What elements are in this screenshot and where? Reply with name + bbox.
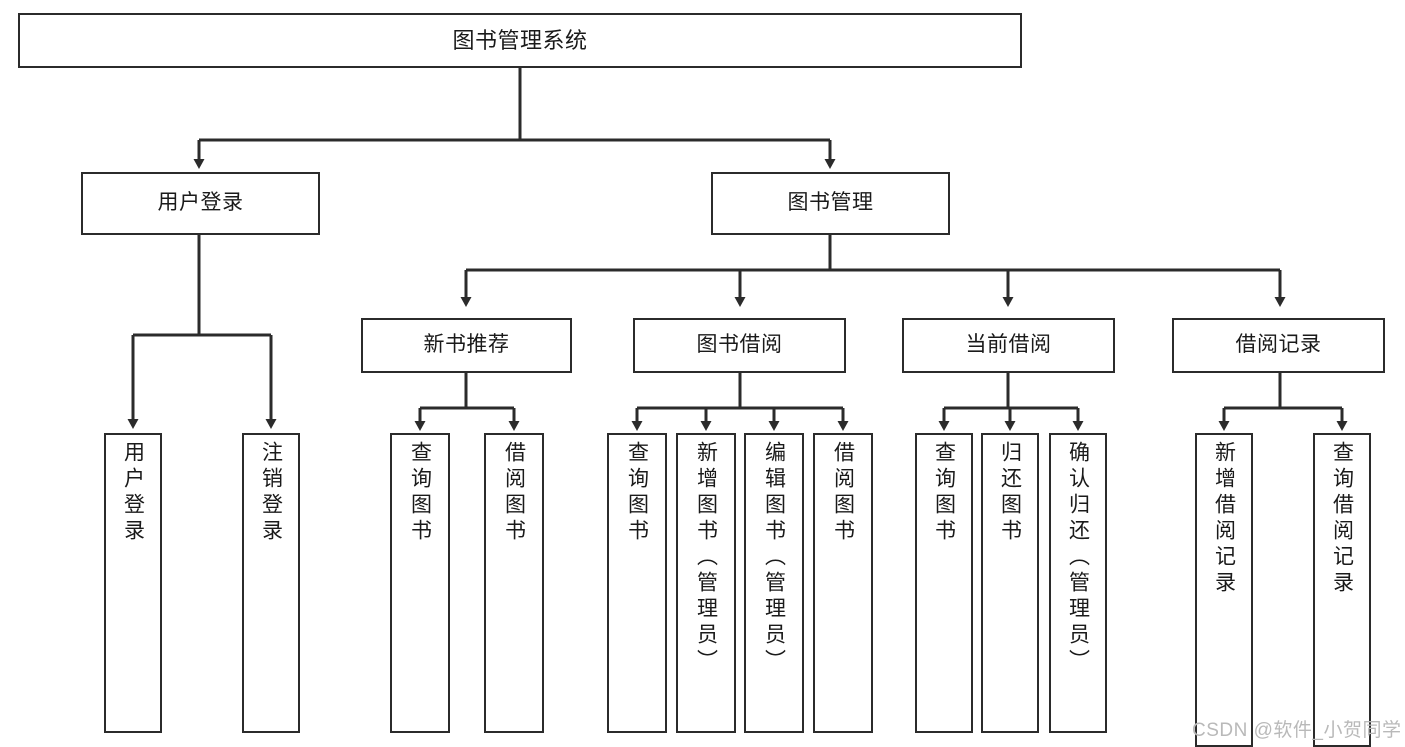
node-user-login-label: 用户登录 xyxy=(157,191,244,215)
node-leaf-label: 查询图书 xyxy=(625,441,649,545)
node-leaf-label: 新增图书（管理员） xyxy=(694,441,718,675)
node-book-borrow[interactable]: 图书借阅 xyxy=(633,318,846,373)
node-current-borrow-label: 当前借阅 xyxy=(965,333,1052,357)
node-leaf-borrow-add-book[interactable]: 新增图书（管理员） xyxy=(676,433,736,733)
watermark-text: CSDN @软件_小贺同学 xyxy=(1192,720,1402,741)
node-user-login[interactable]: 用户登录 xyxy=(81,172,320,235)
node-leaf-label: 新增借阅记录 xyxy=(1212,441,1236,597)
node-leaf-current-query[interactable]: 查询图书 xyxy=(915,433,973,733)
node-root-label: 图书管理系统 xyxy=(452,27,588,53)
node-new-book-recommend[interactable]: 新书推荐 xyxy=(361,318,572,373)
node-leaf-borrow-edit-book[interactable]: 编辑图书（管理员） xyxy=(744,433,804,733)
node-current-borrow[interactable]: 当前借阅 xyxy=(902,318,1115,373)
node-leaf-current-return[interactable]: 归还图书 xyxy=(981,433,1039,733)
node-borrow-record[interactable]: 借阅记录 xyxy=(1172,318,1385,373)
node-book-management-label: 图书管理 xyxy=(787,191,874,215)
node-leaf-borrow-borrow-book[interactable]: 借阅图书 xyxy=(813,433,873,733)
node-leaf-label: 查询借阅记录 xyxy=(1330,441,1354,597)
node-leaf-new-book-query[interactable]: 查询图书 xyxy=(390,433,450,733)
node-leaf-label: 确认归还（管理员） xyxy=(1066,441,1090,675)
node-new-book-recommend-label: 新书推荐 xyxy=(423,333,510,357)
node-borrow-record-label: 借阅记录 xyxy=(1235,333,1322,357)
node-leaf-label: 注销登录 xyxy=(259,441,283,545)
node-leaf-borrow-query[interactable]: 查询图书 xyxy=(607,433,667,733)
node-leaf-user-login-signin[interactable]: 用户登录 xyxy=(104,433,162,733)
node-leaf-label: 编辑图书（管理员） xyxy=(762,441,786,675)
node-leaf-user-login-signout[interactable]: 注销登录 xyxy=(242,433,300,733)
node-leaf-label: 用户登录 xyxy=(121,441,145,545)
node-book-borrow-label: 图书借阅 xyxy=(696,333,783,357)
node-root-book-management-system[interactable]: 图书管理系统 xyxy=(18,13,1022,68)
node-leaf-label: 借阅图书 xyxy=(831,441,855,545)
node-leaf-label: 借阅图书 xyxy=(502,441,526,545)
node-leaf-label: 归还图书 xyxy=(998,441,1022,545)
node-leaf-record-query[interactable]: 查询借阅记录 xyxy=(1313,433,1371,747)
csdn-watermark: CSDN @软件_小贺同学 xyxy=(1192,715,1401,742)
node-leaf-current-confirm-return[interactable]: 确认归还（管理员） xyxy=(1049,433,1107,733)
node-leaf-record-add[interactable]: 新增借阅记录 xyxy=(1195,433,1253,747)
node-leaf-label: 查询图书 xyxy=(932,441,956,545)
node-leaf-label: 查询图书 xyxy=(408,441,432,545)
node-leaf-new-book-borrow[interactable]: 借阅图书 xyxy=(484,433,544,733)
node-book-management[interactable]: 图书管理 xyxy=(711,172,950,235)
